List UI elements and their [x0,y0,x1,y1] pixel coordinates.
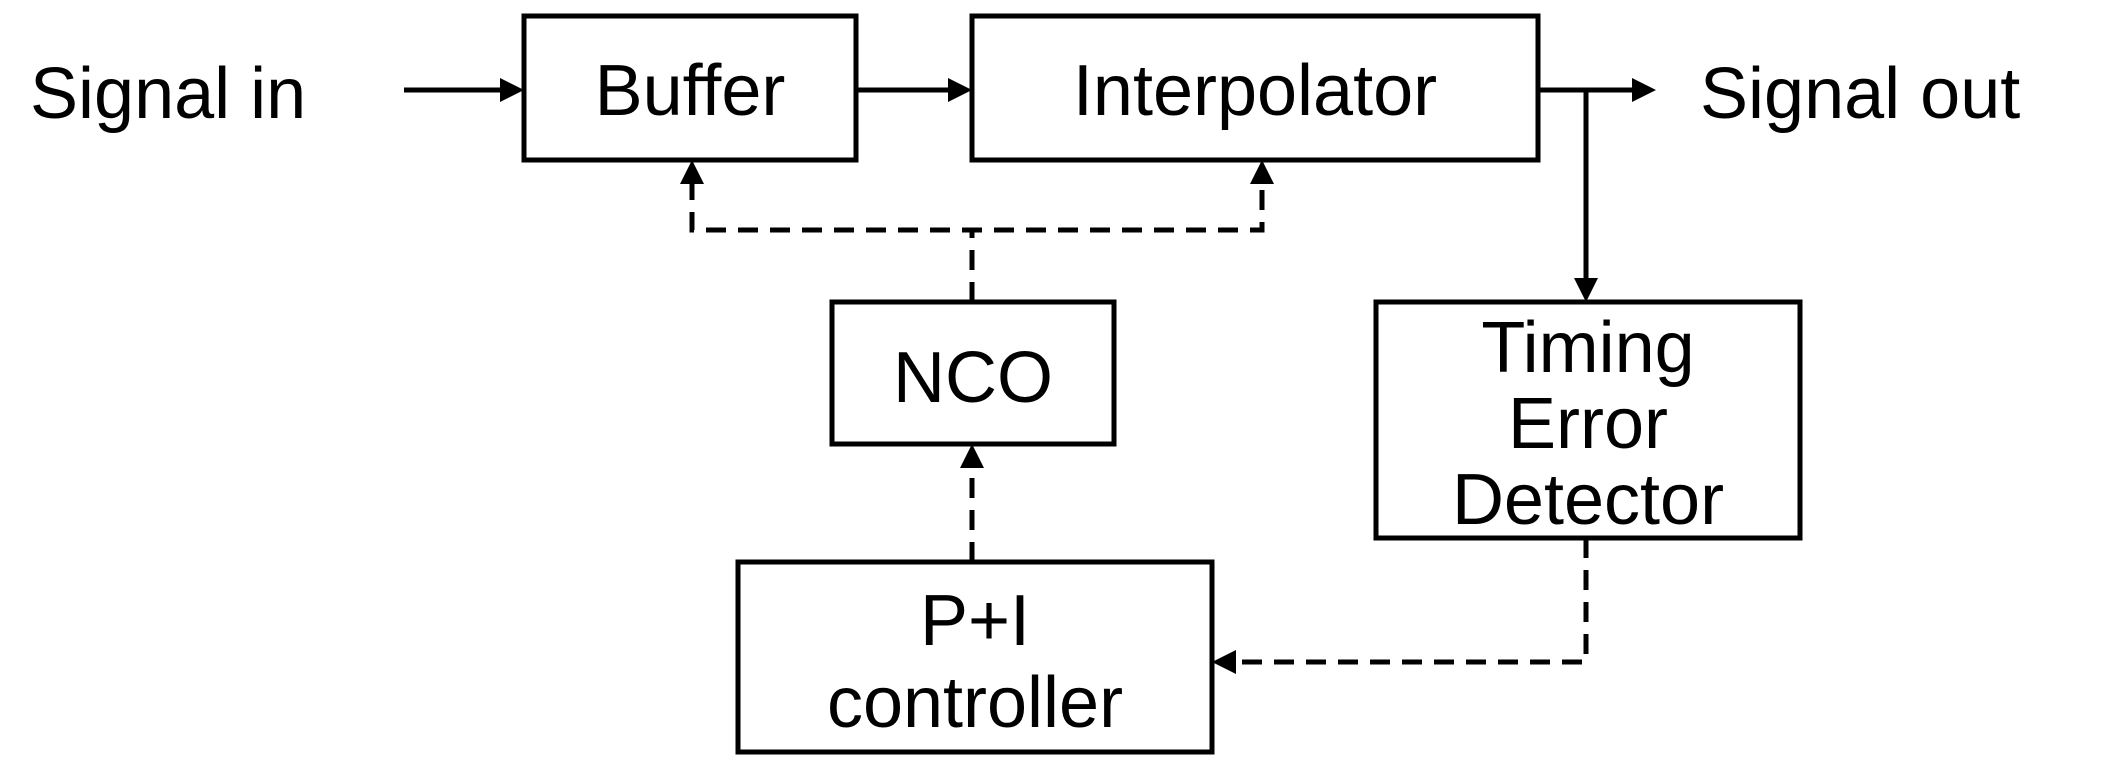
ted-label-line3: Detector [1452,460,1724,540]
nco-control-dashed-lines [680,160,1274,302]
pi-label-line2: controller [827,663,1123,743]
buffer-to-interpolator-arrow [856,78,972,102]
nco-label: NCO [893,338,1053,418]
interpolator-label: Interpolator [1073,51,1437,131]
interpolator-control-arrowhead [1250,160,1274,184]
pi-label-line1: P+I [920,581,1030,661]
buffer-control-arrowhead [680,160,704,184]
interpolator-block: Interpolator [969,13,1541,163]
signal-in-label: Signal in [30,54,306,134]
interpolator-output-arrow [1538,78,1656,102]
pi-to-nco-dashed-arrow [960,444,984,562]
signal-out-label: Signal out [1700,54,2020,134]
ted-label-line1: Timing [1481,308,1694,388]
pi-controller-block: P+I controller [735,559,1215,755]
ted-label-line2: Error [1508,384,1668,464]
output-tap-to-ted-arrow [1574,90,1598,302]
signal-in-arrow [404,78,524,102]
timing-error-detector-block: Timing Error Detector [1373,299,1803,541]
ted-to-pi-dashed-arrow [1212,538,1589,674]
nco-block: NCO [829,299,1117,447]
buffer-label: Buffer [595,51,786,131]
buffer-block: Buffer [521,13,859,163]
